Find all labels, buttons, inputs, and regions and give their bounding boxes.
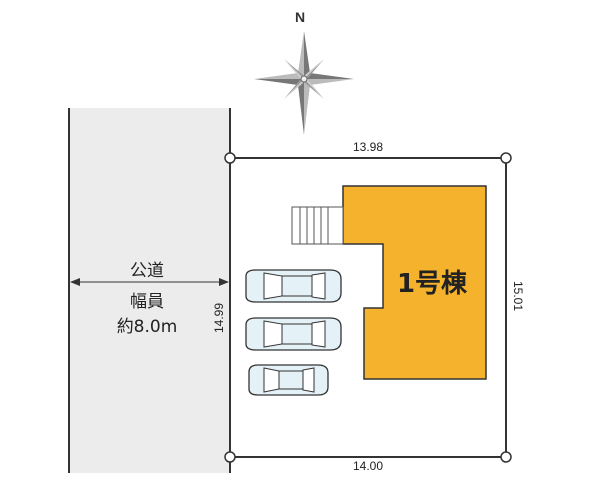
parked-car [245,317,342,351]
parked-car [245,269,342,303]
lot-bottom-dimension: 14.00 [353,459,383,473]
parked-car [248,364,329,396]
north-compass-icon [254,31,354,135]
lot-top-dimension: 13.98 [353,140,383,154]
lot-left-dimension: 14.99 [212,303,226,333]
road-width-label: 幅員 [130,292,164,312]
lot-corner-markers [224,152,512,463]
entrance-steps [291,206,344,245]
lot-right-dimension: 15.01 [511,281,525,311]
building-1 [342,185,487,380]
building-label: 1号棟 [397,269,468,299]
road-width-value: 約8.0m [117,317,178,337]
road-area [69,108,230,473]
road-width-arrow [70,278,229,286]
north-label: N [295,9,305,25]
road-type-label: 公道 [130,261,164,281]
